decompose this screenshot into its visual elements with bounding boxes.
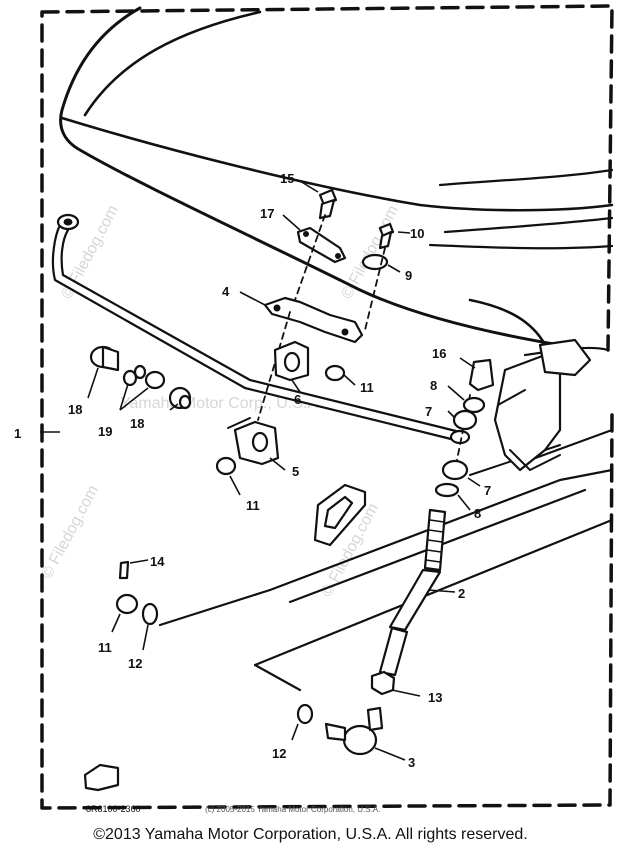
callout-18-left: 18	[68, 402, 82, 417]
callout-8-bottom: 8	[474, 506, 481, 521]
small-copyright: (c) 2005-2015 Yamaha Motor Corporation, …	[205, 805, 380, 814]
callout-12-bottom: 12	[272, 746, 286, 761]
handle-loop	[313, 483, 367, 547]
assembly-dashed-border	[40, 4, 614, 810]
callout-7-top: 7	[425, 404, 432, 419]
callout-11-lower: 11	[98, 640, 112, 655]
callout-3: 3	[408, 755, 415, 770]
part-17-plate	[296, 226, 347, 264]
part-6-clamp	[273, 340, 310, 382]
callout-8-top: 8	[430, 378, 437, 393]
callout-17: 17	[260, 206, 274, 221]
part-19-clips	[122, 364, 166, 390]
part-8-washer-bottom	[434, 482, 460, 498]
clip-bottom-left	[83, 763, 120, 792]
part-3-ball-joint	[324, 706, 384, 756]
part-12-washer-b	[296, 703, 314, 725]
part-11-nut-c	[115, 593, 139, 615]
callout-7-bottom: 7	[484, 483, 491, 498]
callout-2: 2	[458, 586, 465, 601]
part-9-washer	[361, 253, 389, 271]
part-8-washer-top	[462, 396, 486, 414]
part-2-rod	[378, 508, 447, 677]
callout-18-right: 18	[130, 416, 144, 431]
part-12-washer-a	[141, 602, 159, 626]
callout-16: 16	[432, 346, 446, 361]
callout-4: 4	[222, 284, 230, 299]
callout-12-left: 12	[128, 656, 142, 671]
part-4-bracket	[263, 296, 364, 344]
part-5-clamp	[227, 417, 280, 466]
part-7-bushing-top	[452, 409, 478, 431]
part-14-screw	[118, 560, 130, 580]
callout-19: 19	[98, 424, 112, 439]
callout-10: 10	[410, 226, 424, 241]
callout-1: 1	[14, 426, 21, 441]
part-15-bolt	[318, 188, 338, 220]
callout-6: 6	[294, 392, 301, 407]
hull-outline	[59, 6, 614, 357]
part-10-bolt	[378, 222, 395, 250]
callout-14: 14	[150, 554, 165, 569]
callout-9: 9	[405, 268, 412, 283]
callout-5: 5	[292, 464, 299, 479]
part-16-cap	[468, 358, 495, 392]
callout-11-middle: 11	[246, 498, 260, 513]
stabilizer-rod	[51, 213, 471, 445]
copyright-footer: ©2013 Yamaha Motor Corporation, U.S.A. A…	[93, 826, 528, 843]
callout-13: 13	[428, 690, 442, 705]
part-11-nut-a	[324, 364, 346, 382]
part-18-bushing-left	[89, 345, 120, 372]
part-18-bushing-right	[168, 386, 192, 410]
callout-15: 15	[280, 171, 294, 186]
watermark-filedog-2: © Filedog.com	[39, 483, 103, 582]
callout-11-upper: 11	[360, 380, 374, 395]
deck-plate	[158, 429, 614, 692]
watermark-filedog-3: © Filedog.com	[339, 203, 403, 302]
part-7-bushing-bottom	[441, 459, 469, 481]
part-13-nut	[370, 670, 396, 696]
leader-lines	[40, 180, 481, 761]
part-11-nut-b	[215, 456, 237, 476]
steering-bracket	[493, 338, 592, 472]
drawing-code: 8R8100-2360	[86, 804, 141, 814]
